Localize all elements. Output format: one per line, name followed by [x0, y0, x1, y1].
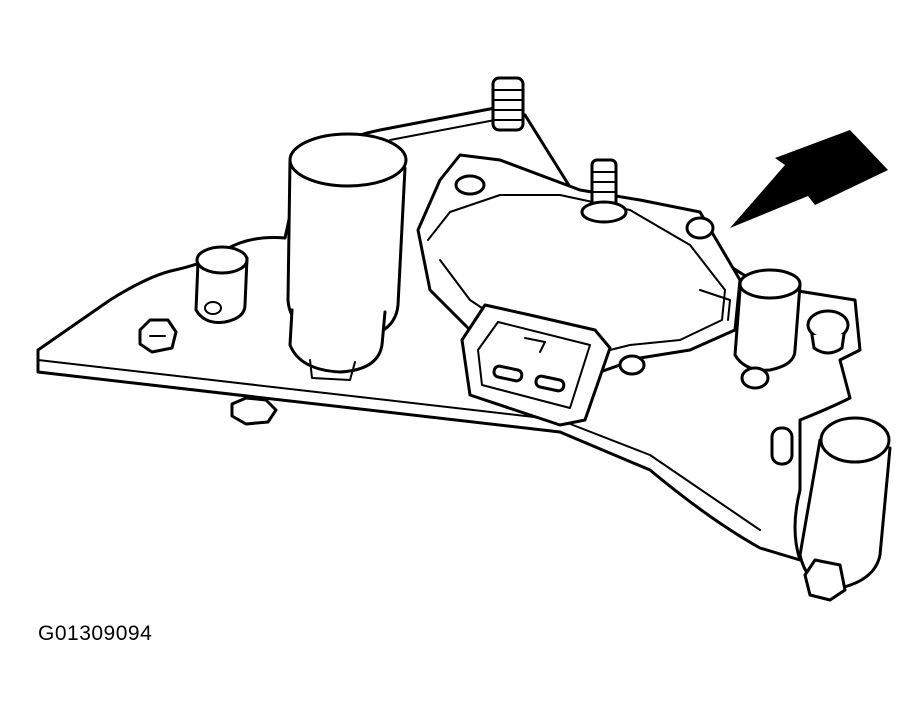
nut-lower [230, 396, 278, 426]
mounting-plate [36, 106, 862, 562]
electrical-connector [460, 303, 612, 427]
small-post-right [770, 426, 794, 466]
small-cylinder-right [733, 268, 802, 390]
pivot-cylinder [798, 416, 892, 602]
indicator-arrow-icon [730, 130, 888, 228]
small-cylinder-left [194, 245, 249, 324]
bolt-head-right [806, 309, 850, 355]
bolt-head-left [138, 318, 178, 354]
mounting-stud [491, 76, 525, 132]
motor-cylinder [286, 132, 408, 381]
figure-code: G01309094 [38, 622, 153, 645]
center-stud [580, 158, 628, 224]
